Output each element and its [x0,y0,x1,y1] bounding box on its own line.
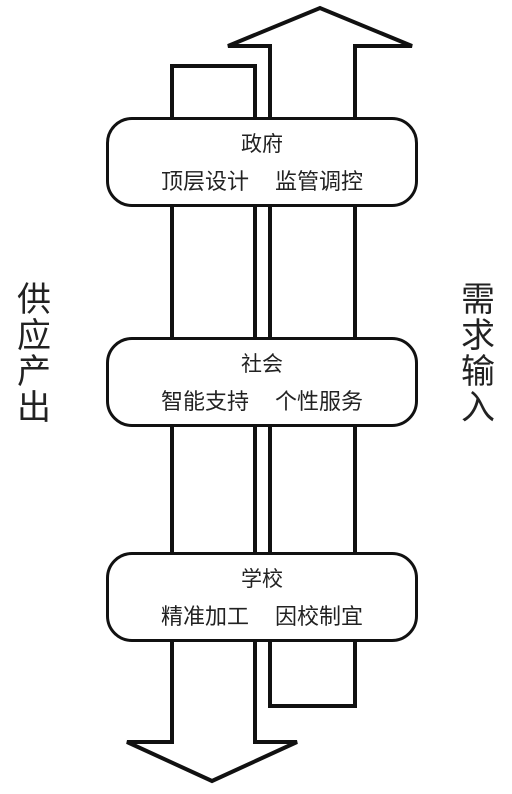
school-box: 学校 精准加工 因校制宜 [106,552,418,642]
demand-input-label: 需 求 输 入 [458,282,498,426]
demand-label-char: 输 [461,352,495,392]
school-item-1: 精准加工 [160,605,249,630]
school-item-2: 因校制宜 [275,605,364,630]
supply-output-label: 供 应 产 出 [14,282,54,426]
government-item-2: 监管调控 [275,170,364,195]
government-items: 顶层设计 监管调控 [109,170,415,196]
school-title: 学校 [241,567,283,591]
supply-label-char: 产 [17,352,51,392]
society-box: 社会 智能支持 个性服务 [106,337,418,427]
demand-label-char: 入 [461,388,495,428]
demand-label-char: 求 [461,316,495,356]
supply-label-char: 出 [17,388,51,428]
society-item-1: 智能支持 [160,390,249,415]
society-items: 智能支持 个性服务 [109,390,415,416]
supply-label-char: 应 [17,316,51,356]
society-item-2: 个性服务 [275,390,364,415]
demand-label-char: 需 [461,280,495,320]
government-title: 政府 [241,132,283,156]
school-items: 精准加工 因校制宜 [109,605,415,631]
government-item-1: 顶层设计 [160,170,249,195]
supply-label-char: 供 [17,280,51,320]
society-title: 社会 [241,352,283,376]
government-box: 政府 顶层设计 监管调控 [106,117,418,207]
